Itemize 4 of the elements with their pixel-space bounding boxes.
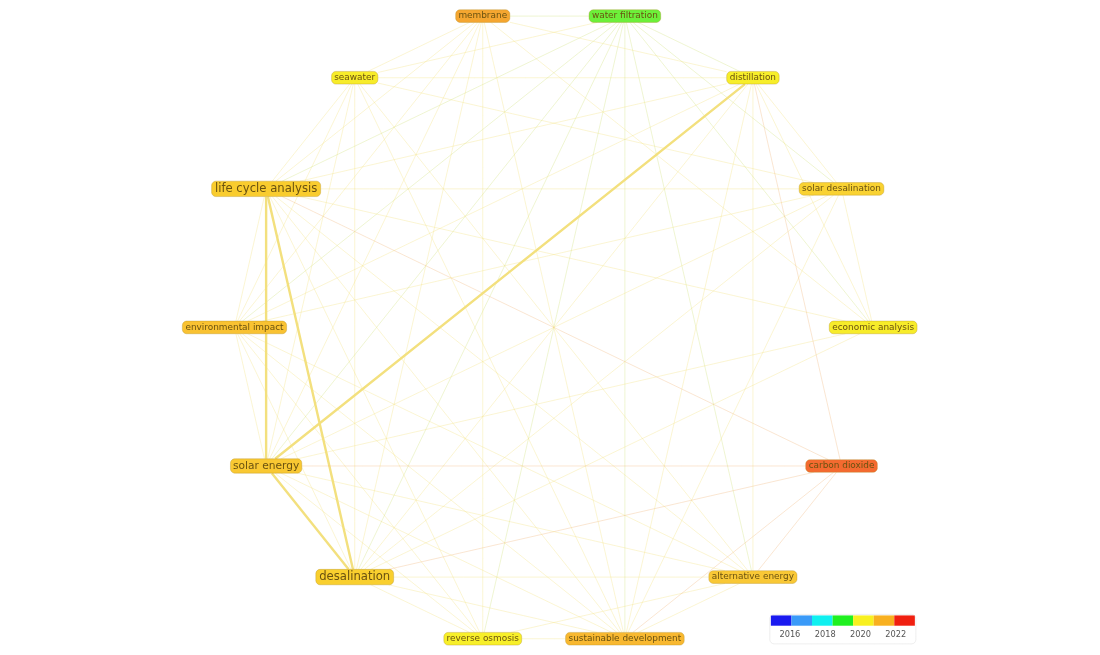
label: 2018 — [814, 629, 836, 640]
label: 2020 — [849, 629, 871, 640]
label: 2022 — [884, 629, 906, 640]
label: 2016 — [778, 629, 800, 640]
